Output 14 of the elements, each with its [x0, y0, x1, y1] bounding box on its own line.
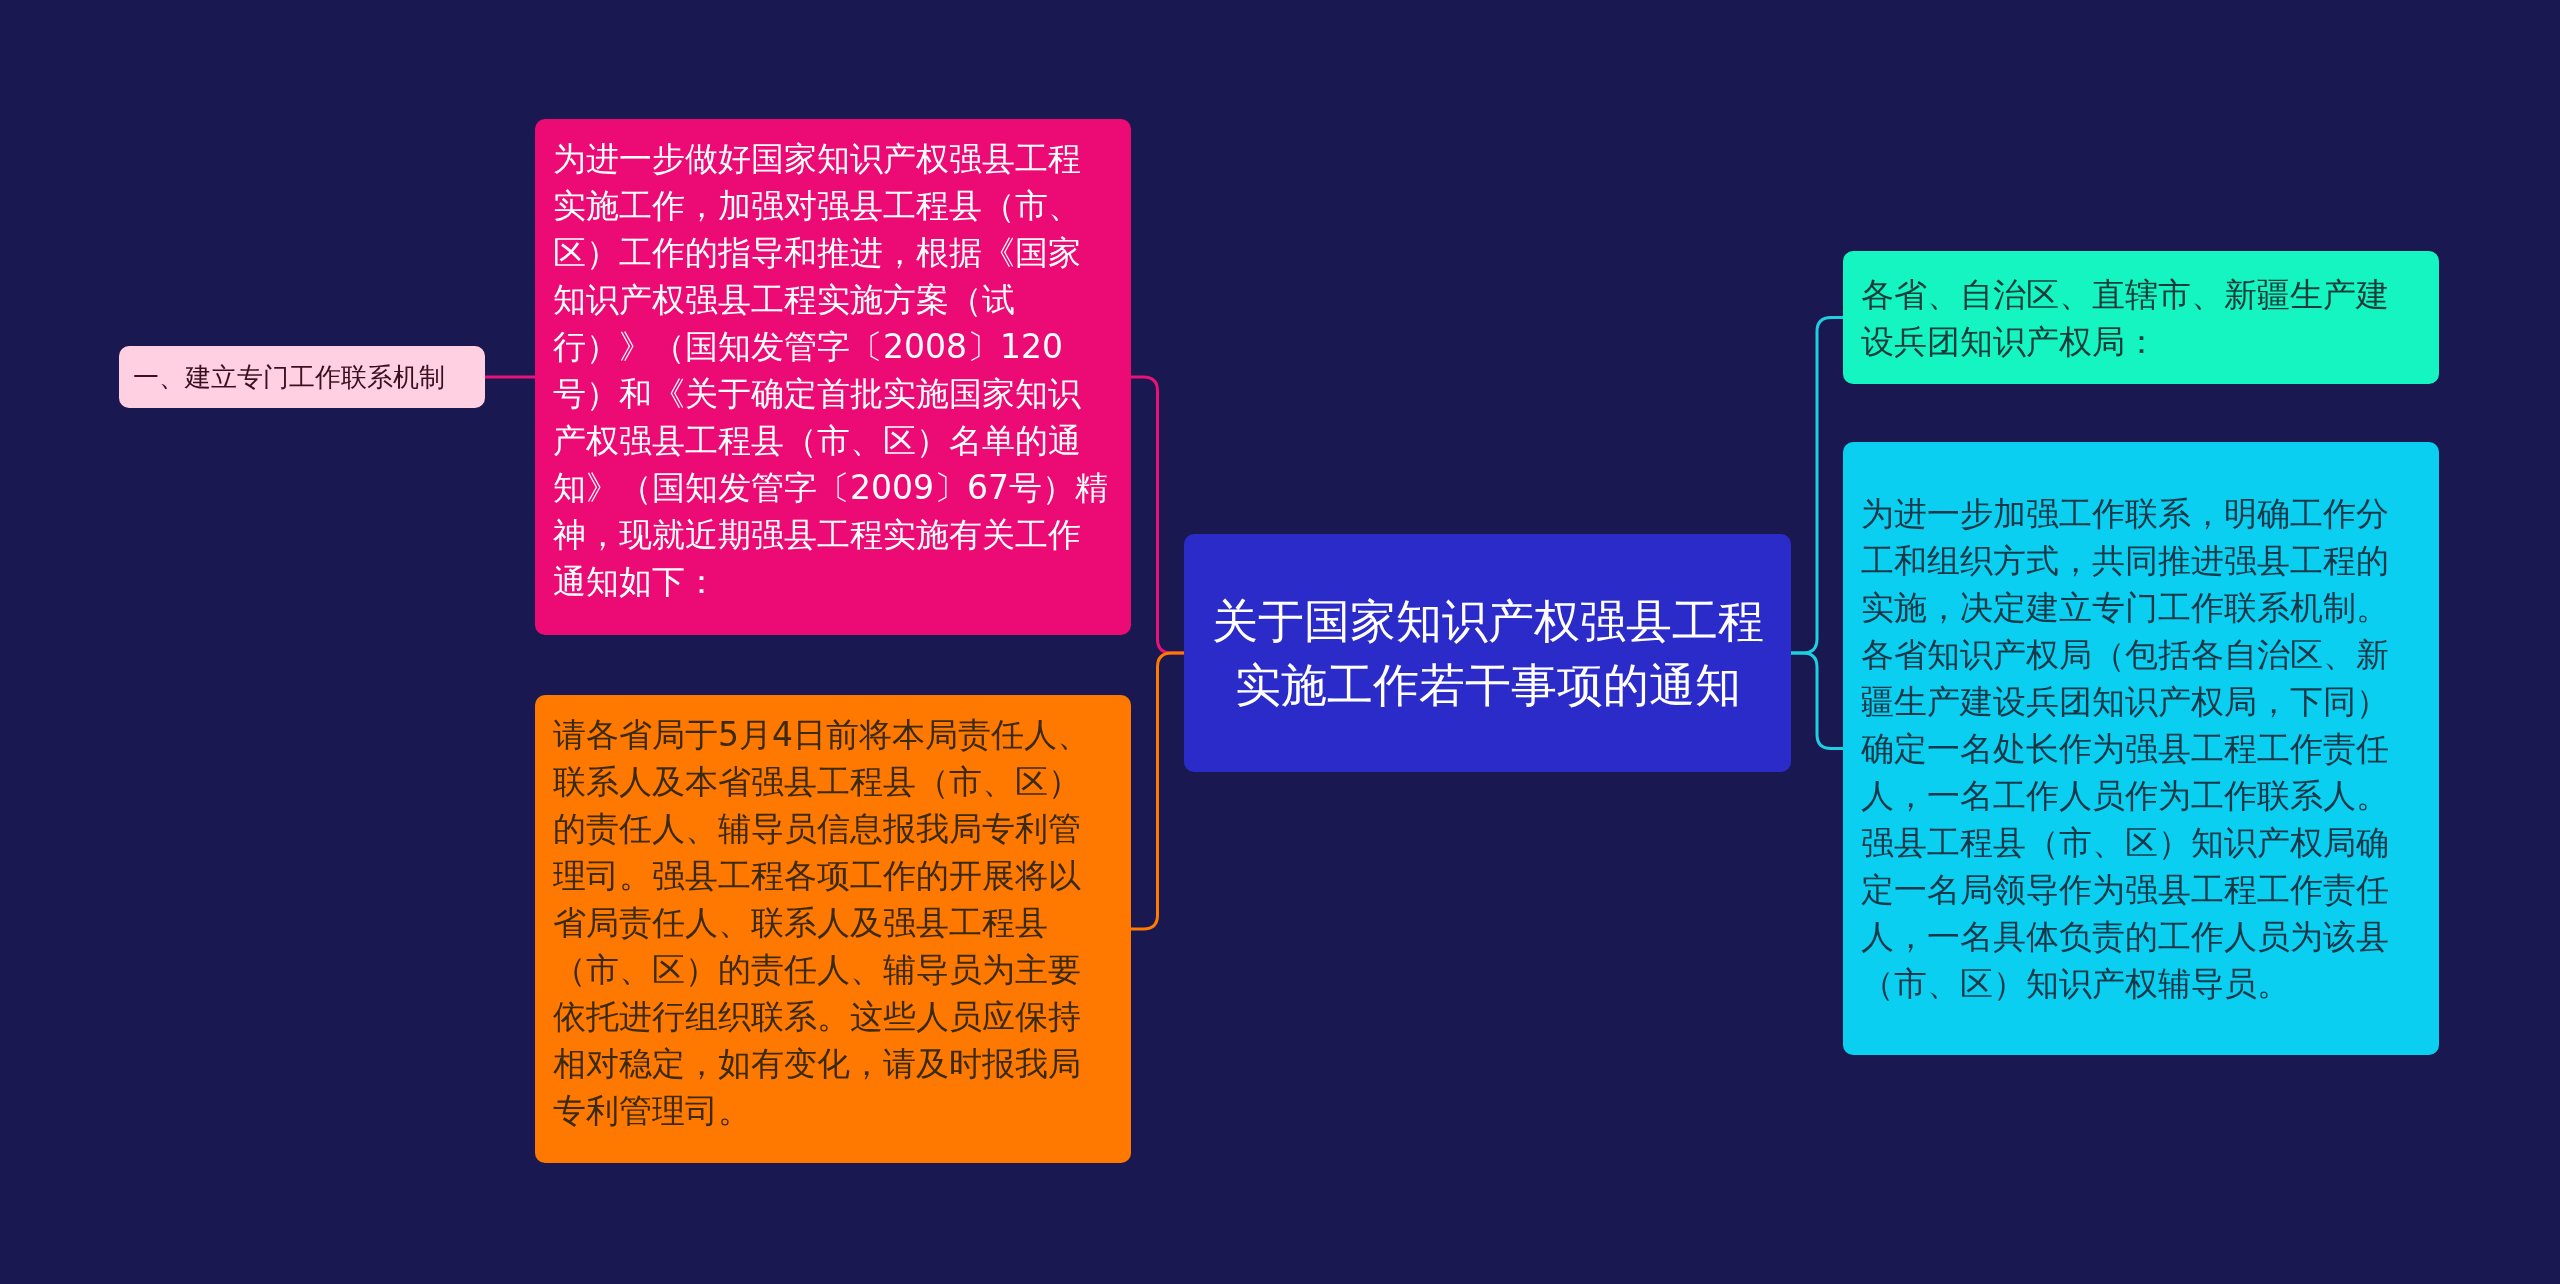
topic-text: 一、建立专门工作联系机制 [133, 361, 446, 394]
topic-box [1843, 251, 2439, 384]
subtopic-box [119, 346, 485, 408]
topic-text: 为进一步做好国家知识产权强县工程实施工作，加强对强县工程县（市、区）工作的指导和推进，根据《国家知识产权强县工程实施方案（试行）》（国知发管字〔2008〕120号）和《关于确定首批实施国家知识产权强县工程县（市、区）名单的通知》（国知发管字〔2009〕67号）精神，现就近期强县工程实施有关工作通知如下： [553, 138, 1109, 603]
topic-box [535, 119, 1131, 635]
topic-text: 各省、自治区、直辖市、新疆生产建设兵团知识产权局： [1861, 273, 2390, 363]
topic-box [535, 695, 1131, 1163]
topic-text: 为进一步加强工作联系，明确工作分工和组织方式，共同推进强县工程的实施，决定建立专门工作联系机制。各省知识产权局（包括各自治区、新疆生产建设兵团知识产权局，下同）确定一名处长作为强县工程工作责任人，一名工作人员作为工作联系人。强县工程县（市、区）知识产权局确定一名局领导作为强县工程工作责任人，一名具体负责的工作人员为该县（市、区）知识产权辅导员。 [1861, 493, 2390, 1005]
root-topic-box [1184, 534, 1791, 772]
topic-box [1843, 442, 2439, 1055]
connector-line [1791, 651, 1843, 750]
topic-text: 请各省局于5月4日前将本局责任人、联系人及本省强县工程县（市、区）的责任人、辅导员信息报我局专利管理司。强县工程各项工作的开展将以省局责任人、联系人及强县工程县（市、区）的责任人、辅导员为主要依托进行组织联系。这些人员应保持相对稳定，如有变化，请及时报我局专利管理司。 [553, 714, 1091, 1132]
topic-text: 关于国家知识产权强县工程实施工作若干事项的通知 [1210, 593, 1765, 714]
connector-line [485, 375, 535, 379]
